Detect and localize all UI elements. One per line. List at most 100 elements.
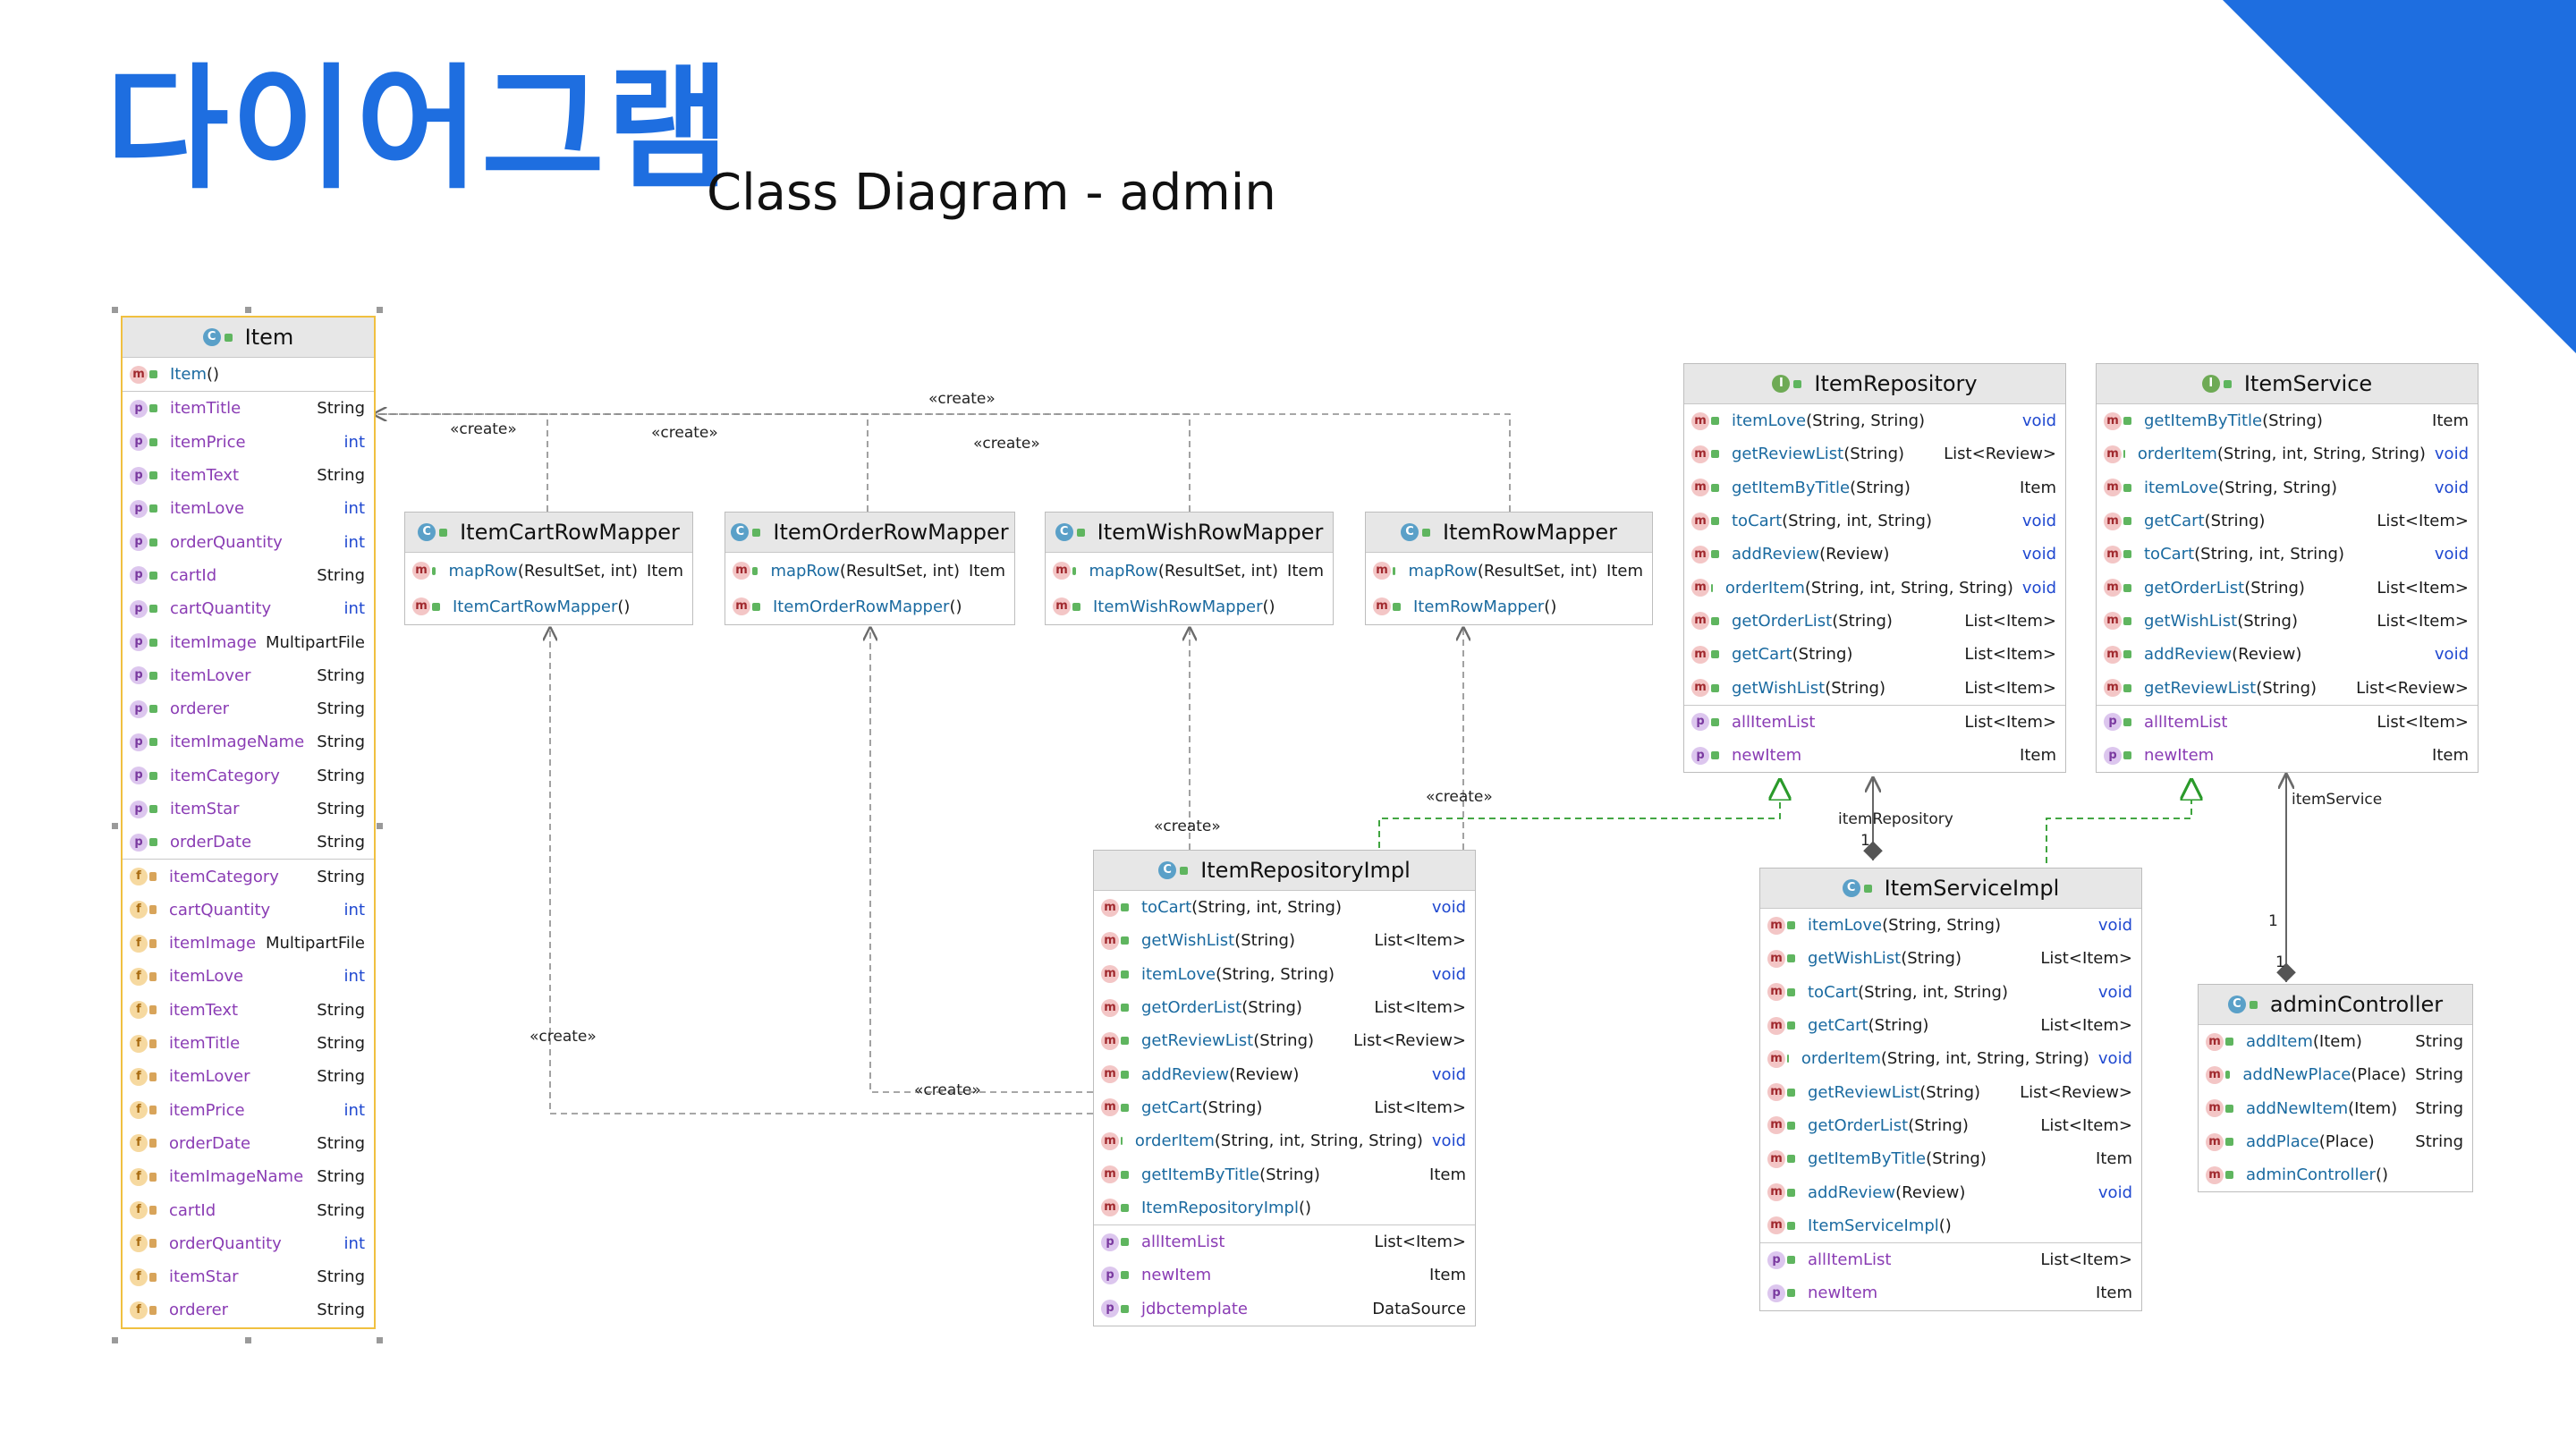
property-icon: p <box>130 699 148 718</box>
